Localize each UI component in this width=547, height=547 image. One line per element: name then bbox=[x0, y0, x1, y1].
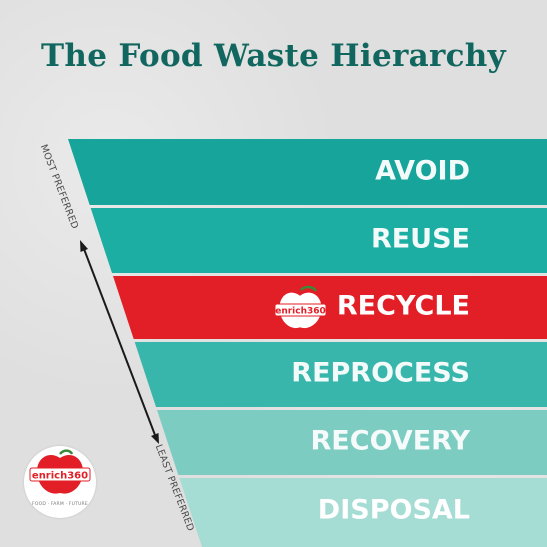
brand-tagline: FOOD · FARM · FUTURE bbox=[32, 502, 88, 507]
tier-disposal-label: DISPOSAL bbox=[318, 495, 470, 526]
tier-recycle-label: RECYCLE bbox=[337, 291, 470, 322]
preference-arrow bbox=[80, 240, 159, 444]
tier-reuse-label: REUSE bbox=[371, 224, 470, 255]
tier-reuse-band bbox=[68, 208, 547, 273]
recycle-logo-text: enrich360 bbox=[275, 307, 326, 317]
tier-avoid-label: AVOID bbox=[375, 156, 470, 187]
tier-avoid-band bbox=[68, 139, 547, 205]
apple-brand-icon: enrich360 bbox=[29, 449, 91, 494]
tier-reprocess-label: REPROCESS bbox=[291, 358, 470, 389]
apple-logo-icon: enrich360 bbox=[274, 285, 327, 330]
brand-logo-text: enrich360 bbox=[32, 471, 88, 482]
tier-recovery-label: RECOVERY bbox=[311, 426, 471, 457]
page-title: The Food Waste Hierarchy bbox=[41, 38, 506, 74]
brand-logo: enrich360 FOOD · FARM · FUTURE bbox=[24, 446, 96, 518]
